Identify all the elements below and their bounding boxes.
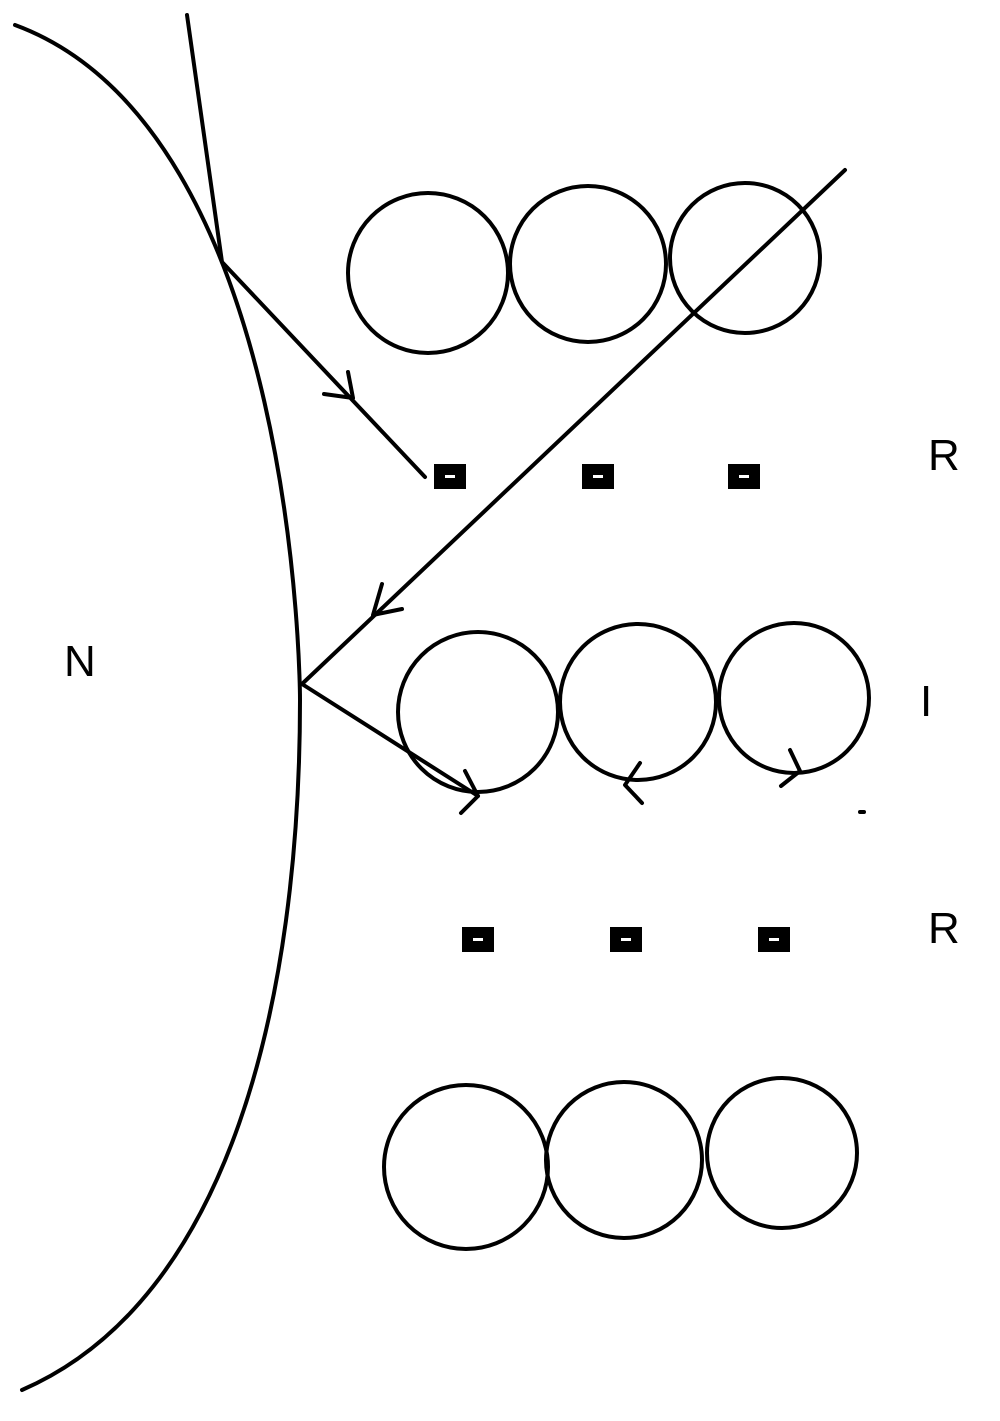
dot-row-bottom bbox=[462, 927, 790, 952]
incoming-line-upper bbox=[185, 13, 224, 264]
row-label-top: R bbox=[928, 431, 960, 480]
path-to-dot bbox=[220, 260, 427, 479]
circle bbox=[544, 1080, 704, 1240]
dot-mark bbox=[739, 475, 749, 478]
dot-mark bbox=[621, 938, 631, 941]
arrowhead-diagonal bbox=[371, 582, 404, 617]
label-left-region: N bbox=[64, 637, 96, 686]
circle-row-bottom bbox=[382, 1076, 859, 1251]
incoming-line-diagonal bbox=[300, 168, 847, 686]
dot-row-top bbox=[434, 464, 760, 489]
dot-mark bbox=[769, 938, 779, 941]
row-label-middle: I bbox=[920, 677, 932, 726]
dot-mark bbox=[473, 938, 483, 941]
circle bbox=[382, 1083, 550, 1251]
circle bbox=[558, 622, 718, 782]
row-label-bottom: R bbox=[928, 904, 960, 953]
arrowhead-reflected bbox=[459, 769, 480, 815]
arrowhead-path-to-dot bbox=[322, 370, 355, 400]
circle bbox=[346, 191, 510, 355]
circle bbox=[396, 630, 560, 794]
circle bbox=[705, 1076, 859, 1230]
circle bbox=[668, 181, 822, 335]
circle bbox=[717, 621, 871, 775]
dot-mark bbox=[445, 475, 455, 478]
rotation-arrow-right bbox=[779, 748, 802, 788]
circle bbox=[508, 184, 668, 344]
dot-mark bbox=[593, 475, 603, 478]
reflected-line bbox=[300, 682, 480, 798]
circle-row-middle bbox=[396, 621, 871, 805]
rotation-arrow-middle bbox=[623, 761, 644, 805]
circle-row-top bbox=[346, 181, 822, 355]
boundary-curve bbox=[13, 23, 302, 1392]
